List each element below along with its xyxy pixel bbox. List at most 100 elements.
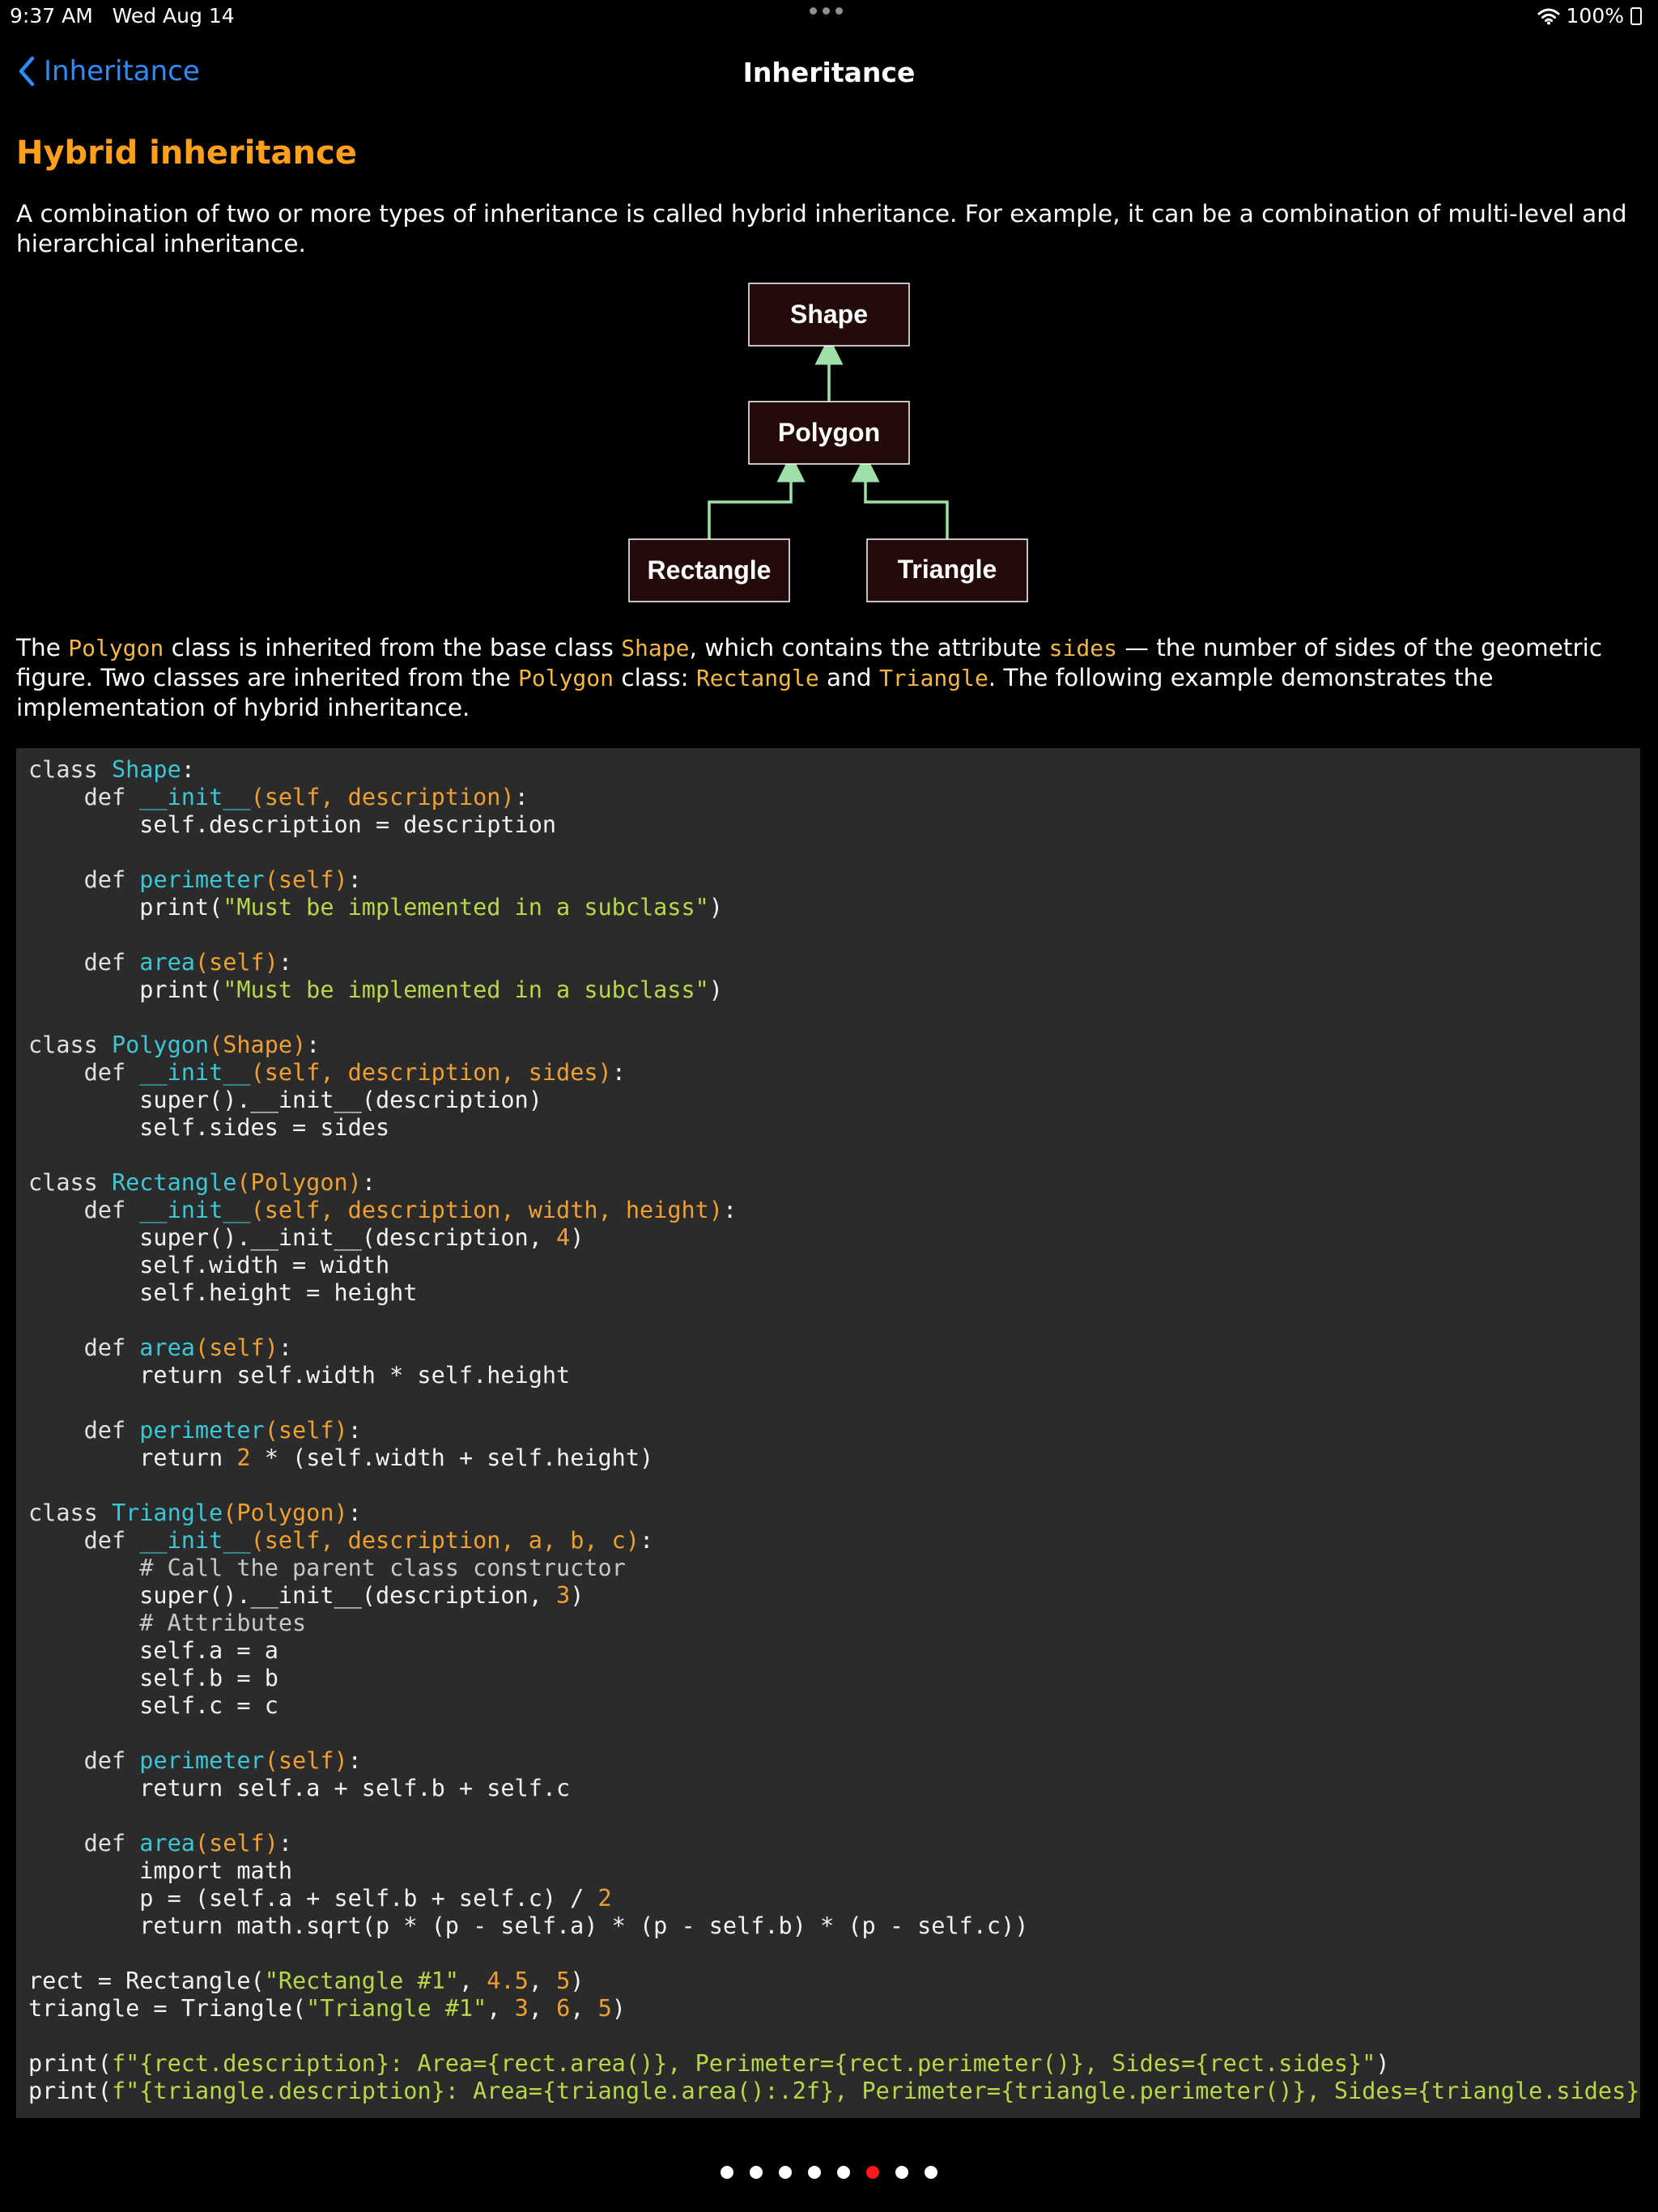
code-token: rect = Rectangle(	[28, 1967, 265, 1994]
arrow-rectangle-to-polygon	[708, 453, 806, 539]
status-time: 9:37 AM Wed Aug 14	[10, 4, 235, 28]
code-token: self.a = a	[28, 1637, 278, 1664]
back-button[interactable]: Inheritance	[18, 55, 200, 87]
page-dot[interactable]	[925, 2166, 937, 2179]
code-token: Triangle	[111, 1499, 223, 1526]
code-line: p = (self.a + self.b + self.c) / 2	[28, 1885, 611, 1912]
page-dot[interactable]	[750, 2166, 763, 2179]
code-token: :	[347, 1499, 362, 1526]
code-token: "Must be implemented in a subclass"	[223, 894, 709, 921]
code-token: "Must be implemented in a subclass"	[223, 976, 709, 1003]
wifi-icon	[1537, 8, 1560, 24]
desc-code-sides: sides	[1048, 635, 1117, 661]
code-line: return math.sqrt(p * (p - self.a) * (p -…	[28, 1912, 1028, 1939]
code-line: class Shape:	[28, 756, 195, 783]
code-token: Shape	[111, 756, 181, 783]
arrow-triangle-to-polygon	[851, 453, 949, 539]
code-token: self.height = height	[28, 1279, 418, 1306]
code-token: __init__	[139, 1527, 251, 1554]
code-line: self.sides = sides	[28, 1114, 389, 1141]
page-dot[interactable]	[808, 2166, 821, 2179]
code-token: return self.width * self.height	[28, 1362, 571, 1389]
code-line: def area(self):	[28, 1334, 292, 1361]
code-token: area	[139, 949, 195, 976]
code-token: )	[570, 1582, 585, 1609]
code-token: :	[347, 866, 362, 893]
code-token: def	[28, 866, 140, 893]
code-token: (self, description)	[250, 784, 515, 810]
code-block[interactable]: class Shape: def __init__(self, descript…	[16, 748, 1640, 2118]
inheritance-diagram: Shape Polygon Rectangle Triangle	[628, 283, 1028, 602]
code-token: ,	[458, 1967, 487, 1994]
chevron-left-icon	[19, 56, 35, 87]
code-token: "Rectangle #1"	[264, 1967, 459, 1994]
code-token: Rectangle	[111, 1169, 237, 1196]
navigation-bar: Inheritance Inheritance	[0, 49, 1658, 97]
code-token: class	[28, 1032, 112, 1058]
code-line: print("Must be implemented in a subclass…	[28, 976, 723, 1003]
code-token: (Polygon)	[236, 1169, 362, 1196]
code-token: (self)	[194, 949, 278, 976]
code-token: self.c = c	[28, 1692, 278, 1719]
page-dot[interactable]	[866, 2166, 879, 2179]
code-token: p = (self.a + self.b + self.c) /	[28, 1885, 598, 1912]
code-token: def	[28, 1830, 140, 1857]
code-token: class	[28, 1499, 112, 1526]
code-token: * (self.width + self.height)	[250, 1444, 654, 1471]
code-token: perimeter	[139, 1417, 265, 1444]
desc-text: class:	[614, 664, 696, 691]
page-dot[interactable]	[721, 2166, 733, 2179]
code-token: def	[28, 1417, 140, 1444]
code-token: (self, description, width, height)	[250, 1197, 723, 1223]
code-token: self.width = width	[28, 1252, 390, 1278]
code-token: print(	[28, 976, 223, 1003]
code-line: # Call the parent class constructor	[28, 1555, 626, 1581]
code-line: class Triangle(Polygon):	[28, 1499, 362, 1526]
multitasking-dots-icon[interactable]	[810, 7, 843, 15]
code-token: :	[347, 1417, 362, 1444]
code-token: :	[181, 756, 195, 783]
code-token: __init__	[139, 1059, 251, 1086]
desc-text: class is inherited from the base class	[164, 634, 622, 661]
code-token: super().__init__(description,	[28, 1224, 557, 1251]
code-line: super().__init__(description)	[28, 1087, 542, 1113]
code-token: )	[708, 976, 723, 1003]
status-time-text: 9:37 AM	[10, 4, 93, 28]
code-line: print("Must be implemented in a subclass…	[28, 894, 723, 921]
code-token: # Call the parent class constructor	[28, 1555, 626, 1581]
code-token: print(	[28, 2078, 112, 2104]
code-token: super().__init__(description,	[28, 1582, 557, 1609]
code-token: perimeter	[139, 866, 265, 893]
status-date: Wed Aug 14	[112, 4, 235, 28]
code-token: :	[611, 1059, 626, 1086]
battery-icon	[1630, 6, 1642, 25]
code-token: (self, description, a, b, c)	[250, 1527, 640, 1554]
code-line: print(f"{triangle.description}: Area={tr…	[28, 2078, 1640, 2104]
desc-text: , which contains the attribute	[689, 634, 1049, 661]
code-line: def __init__(self, description, width, h…	[28, 1197, 738, 1223]
code-line: return 2 * (self.width + self.height)	[28, 1444, 653, 1471]
code-token: 3	[514, 1995, 529, 2022]
code-token: f"{rect.description}: Area={rect.area()}…	[111, 2050, 1376, 2077]
code-token: 6	[556, 1995, 571, 2022]
node-rectangle: Rectangle	[628, 538, 790, 602]
page-dot[interactable]	[837, 2166, 850, 2179]
code-token: self.description = description	[28, 811, 557, 838]
code-token: __init__	[139, 1197, 251, 1223]
desc-text: and	[818, 664, 879, 691]
code-token: area	[139, 1334, 195, 1361]
page-indicator[interactable]	[0, 2166, 1658, 2179]
code-token: 2	[236, 1444, 251, 1471]
svg-text:Triangle: Triangle	[898, 555, 997, 584]
code-token: )	[611, 1995, 626, 2022]
code-token: perimeter	[139, 1747, 265, 1774]
code-token: :	[361, 1169, 376, 1196]
svg-text:Shape: Shape	[790, 300, 868, 329]
code-line: self.description = description	[28, 811, 556, 838]
page-dot[interactable]	[779, 2166, 792, 2179]
code-line: self.height = height	[28, 1279, 417, 1306]
code-line: def __init__(self, description, sides):	[28, 1059, 626, 1086]
desc-text: — the number of sides of the geometric f…	[16, 634, 1603, 691]
code-token: __init__	[139, 784, 251, 810]
page-dot[interactable]	[895, 2166, 908, 2179]
